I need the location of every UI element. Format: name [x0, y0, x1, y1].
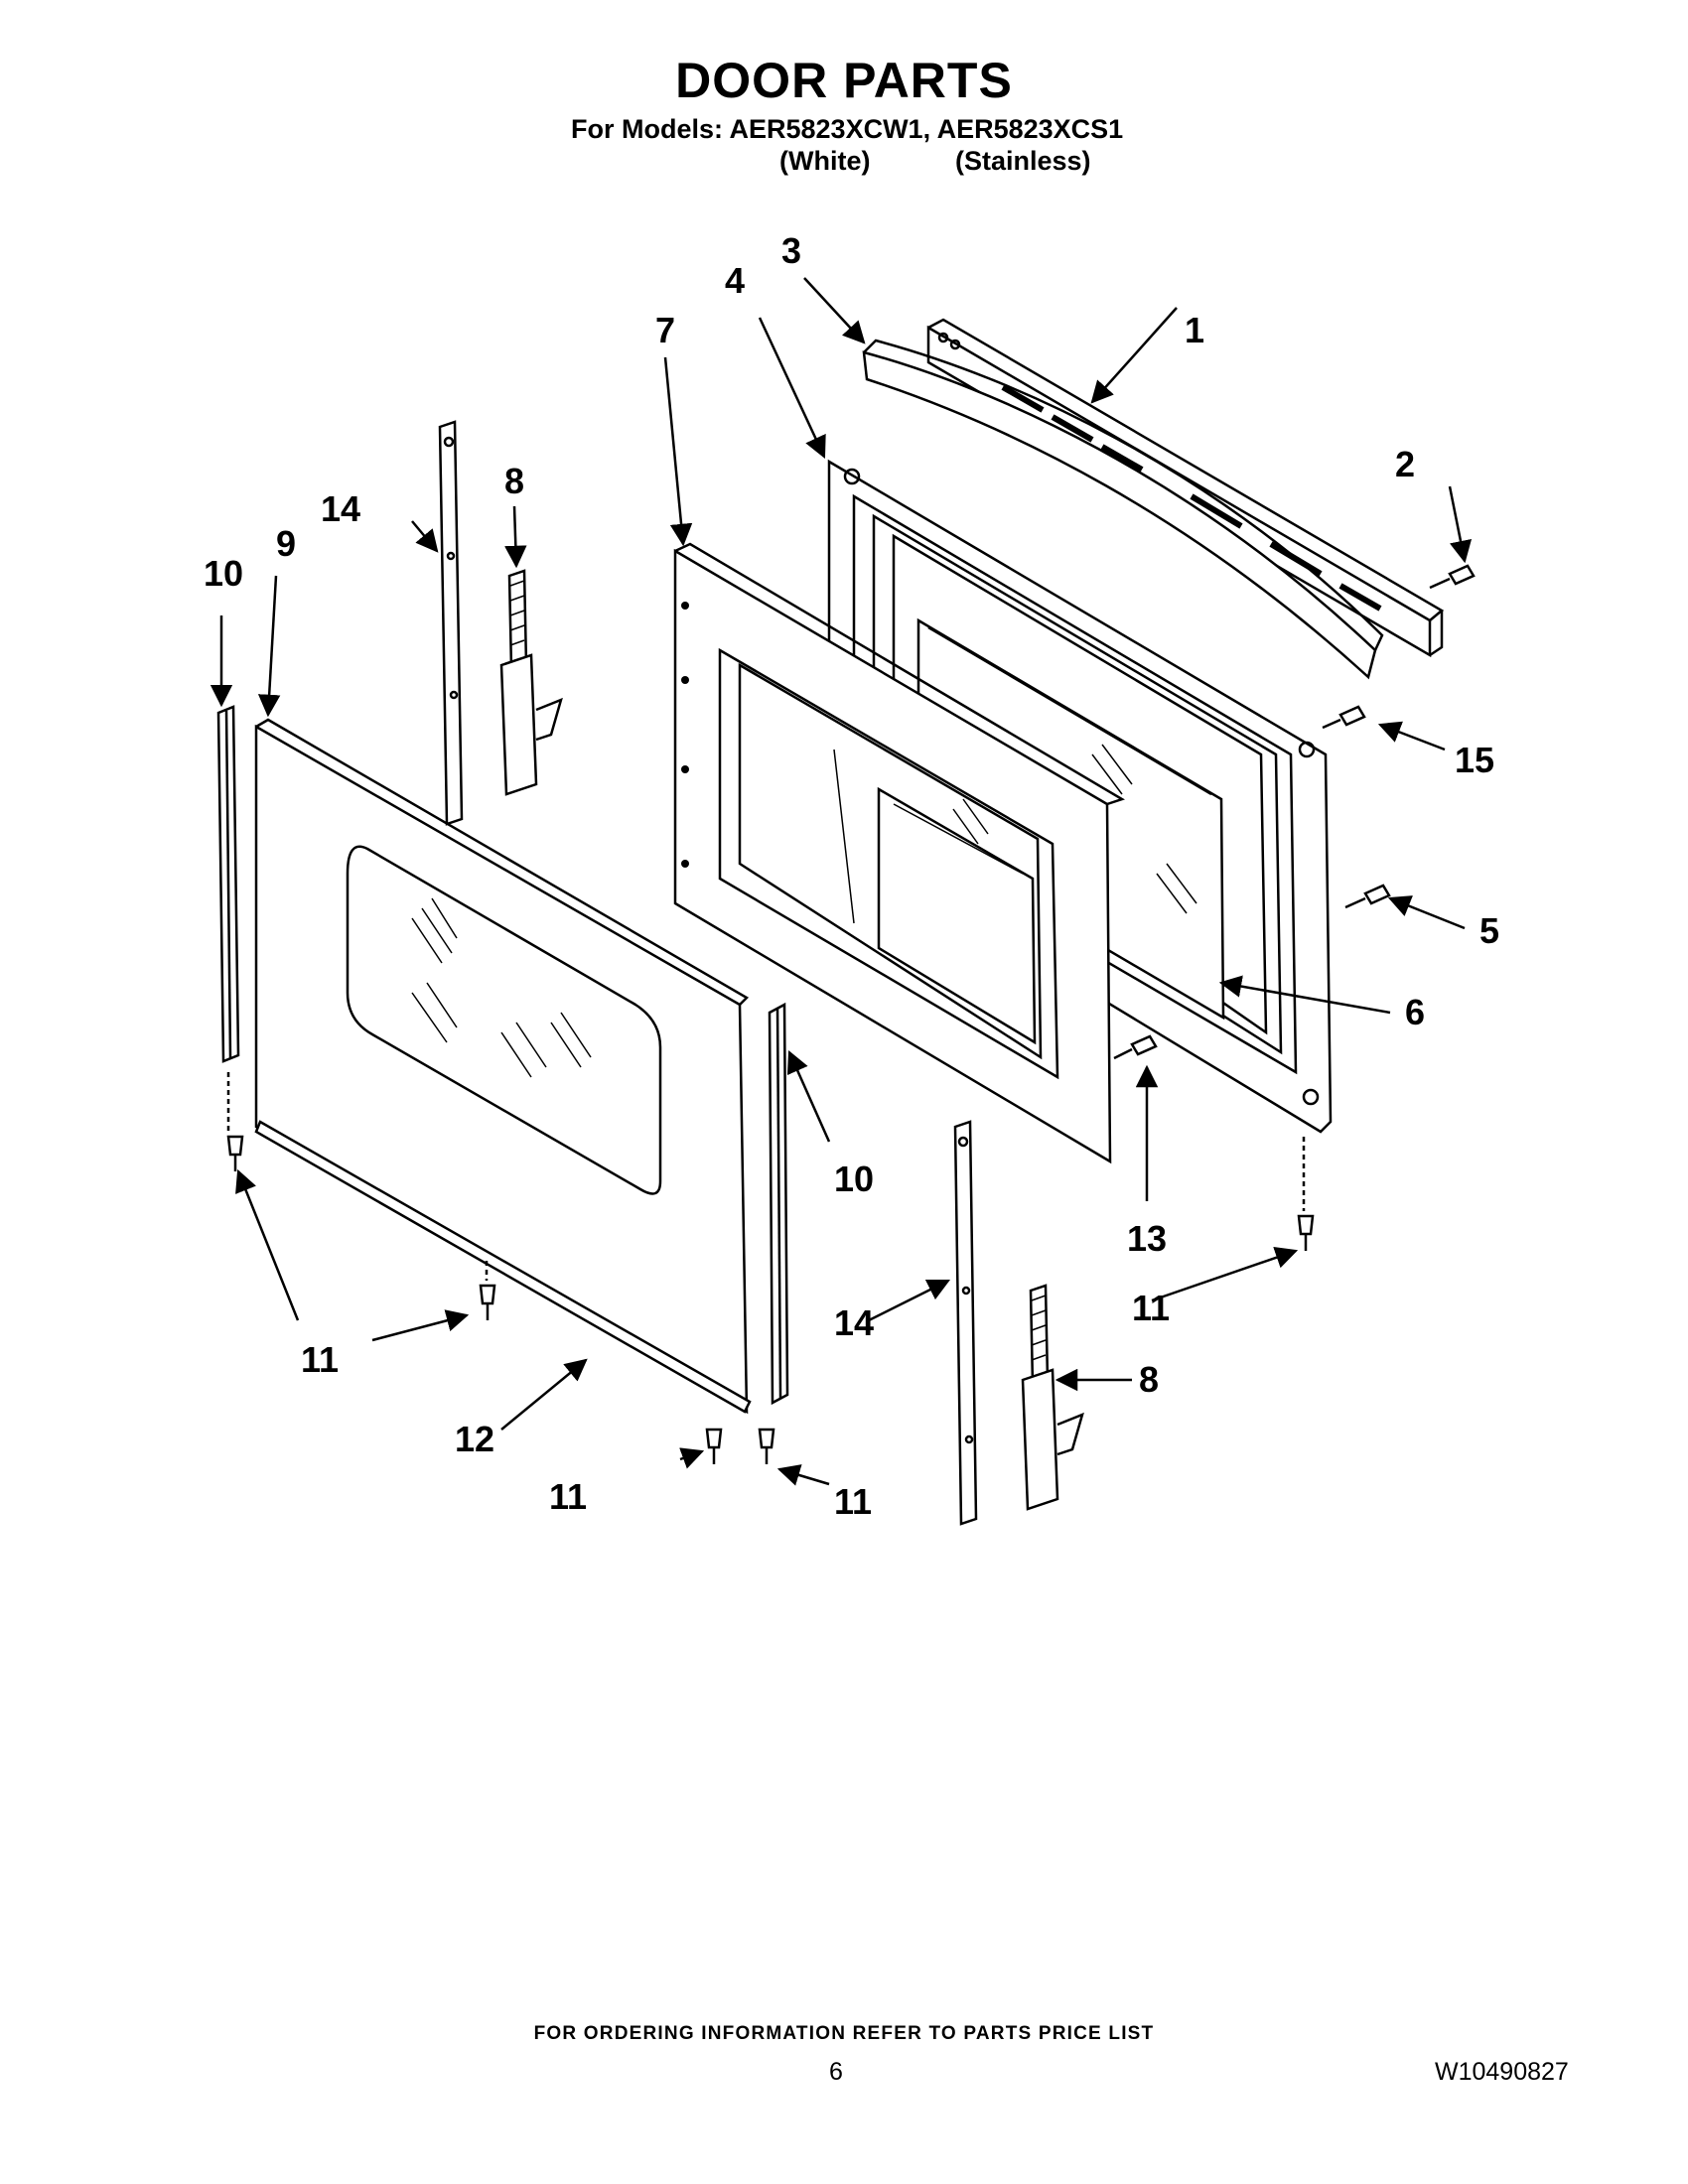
vent-trim-part: [926, 318, 1445, 658]
callout-12: 12: [455, 1419, 494, 1459]
screw-11-lower-right: [758, 1428, 775, 1464]
door-parts-diagram: 1 2 3 4 5 6 7 8 8 9 10 10 11 11 11 11 11…: [204, 230, 1499, 1526]
screw-15: [1322, 705, 1366, 730]
callout-14-right: 14: [834, 1302, 874, 1343]
callout-11-right: 11: [1132, 1288, 1170, 1328]
outer-door-panel-part: [254, 718, 750, 1415]
callout-15: 15: [1455, 740, 1494, 780]
callout-6: 6: [1405, 992, 1425, 1032]
door-frame-part: [673, 542, 1125, 1164]
hinge-receptacle-right-part: [953, 1120, 978, 1526]
page-title: DOOR PARTS: [675, 53, 1013, 108]
variant-white: (White): [779, 146, 871, 176]
side-trim-right-part: [768, 1002, 789, 1406]
callout-11-mid: 11: [549, 1476, 587, 1517]
callout-8-left: 8: [504, 461, 524, 501]
bottom-trim-part: [254, 1120, 752, 1414]
document-number: W10490827: [1435, 2058, 1569, 2086]
callout-10-right: 10: [834, 1159, 874, 1199]
variant-stainless: (Stainless): [955, 146, 1091, 176]
callout-4: 4: [725, 260, 745, 301]
hinge-right-part: [1021, 1284, 1084, 1511]
screw-11-bottom: [479, 1284, 496, 1320]
screw-11-lower-left: [705, 1428, 723, 1464]
side-trim-left-part: [216, 705, 240, 1063]
callout-11-lower-right: 11: [834, 1481, 872, 1522]
callout-7: 7: [655, 310, 675, 350]
hinge-receptacle-left-part: [438, 420, 464, 826]
screw-11-right: [1297, 1137, 1315, 1251]
callout-10-left: 10: [204, 553, 243, 594]
callout-11-left: 11: [301, 1339, 339, 1380]
callout-8-right: 8: [1139, 1359, 1159, 1400]
screw-2: [1429, 564, 1476, 590]
callout-13: 13: [1127, 1218, 1167, 1259]
callout-3: 3: [781, 230, 801, 271]
ordering-note: FOR ORDERING INFORMATION REFER TO PARTS …: [533, 2023, 1155, 2044]
callout-5: 5: [1479, 910, 1499, 951]
hinge-left-part: [499, 569, 563, 796]
callout-2: 2: [1395, 444, 1415, 484]
screw-13: [1113, 1034, 1158, 1060]
screw-11-left: [226, 1072, 244, 1171]
screw-5: [1344, 884, 1391, 909]
callout-9: 9: [276, 523, 296, 564]
models-line: For Models: AER5823XCW1, AER5823XCS1: [571, 114, 1124, 144]
door-handle-trim-part: [862, 339, 1384, 680]
callout-14-left: 14: [321, 488, 360, 529]
callout-1: 1: [1185, 310, 1204, 350]
page-number: 6: [829, 2058, 843, 2086]
